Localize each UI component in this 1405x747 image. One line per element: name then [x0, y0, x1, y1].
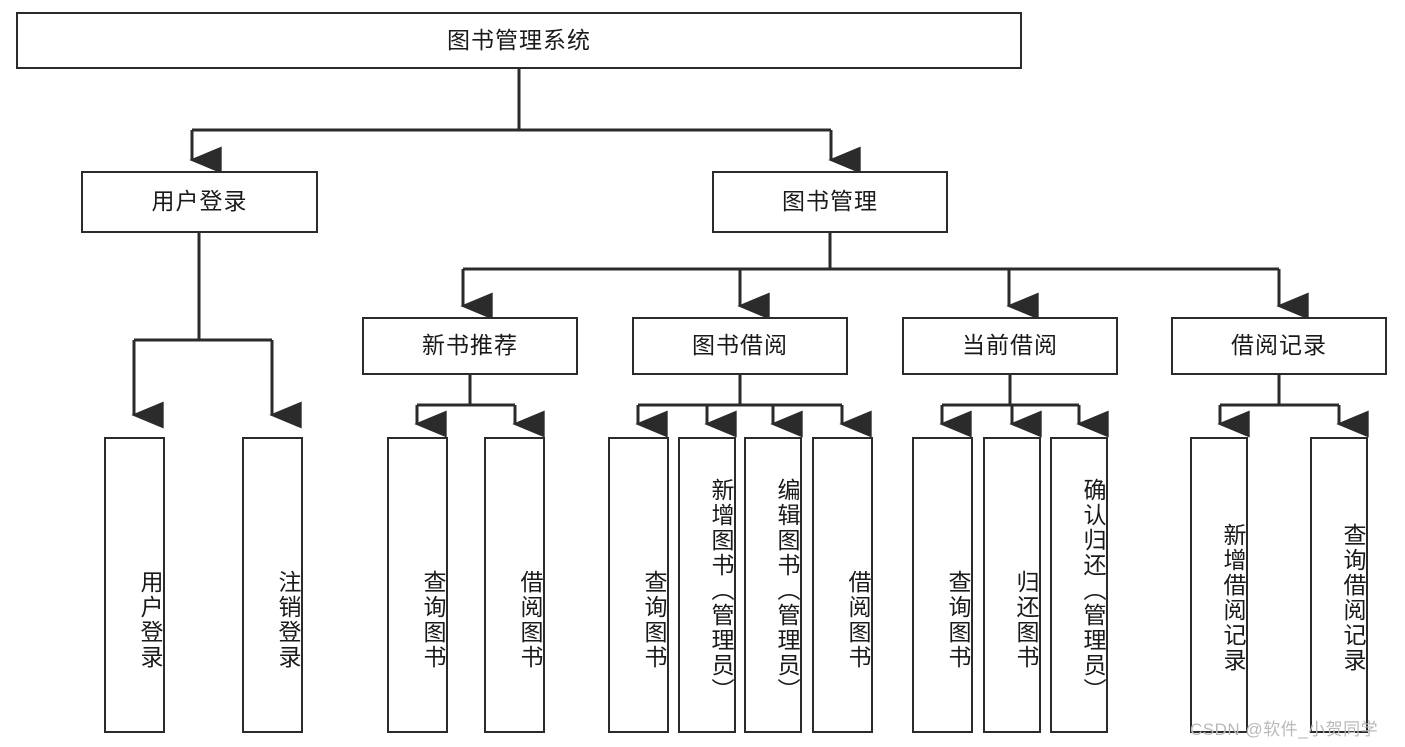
leaf-borrow-book-recommend[interactable]: 借阅图书	[484, 437, 545, 733]
leaf-query-book-recommend[interactable]: 查询图书	[387, 437, 448, 733]
leaf-query-book-current[interactable]: 查询图书	[912, 437, 973, 733]
leaf-confirm-return-admin[interactable]: 确认归还（管理员）	[1050, 437, 1108, 733]
node-borrow-record[interactable]: 借阅记录	[1171, 317, 1387, 375]
node-root[interactable]: 图书管理系统	[16, 12, 1022, 69]
leaf-edit-book-admin[interactable]: 编辑图书（管理员）	[744, 437, 802, 733]
leaf-query-borrow-record[interactable]: 查询借阅记录	[1310, 437, 1368, 733]
leaf-user-logout[interactable]: 注销登录	[242, 437, 303, 733]
leaf-user-login[interactable]: 用户登录	[104, 437, 165, 733]
node-current-borrow[interactable]: 当前借阅	[902, 317, 1118, 375]
node-book-borrow[interactable]: 图书借阅	[632, 317, 848, 375]
leaf-query-book-borrow[interactable]: 查询图书	[608, 437, 669, 733]
leaf-add-borrow-record[interactable]: 新增借阅记录	[1190, 437, 1248, 733]
node-user-login[interactable]: 用户登录	[81, 171, 318, 233]
node-new-book-recommend[interactable]: 新书推荐	[362, 317, 578, 375]
csdn-watermark: CSDN @软件_小贺同学	[1190, 720, 1379, 739]
node-book-management[interactable]: 图书管理	[712, 171, 948, 233]
leaf-borrow-book[interactable]: 借阅图书	[812, 437, 873, 733]
leaf-return-book[interactable]: 归还图书	[983, 437, 1041, 733]
leaf-add-book-admin[interactable]: 新增图书（管理员）	[678, 437, 736, 733]
